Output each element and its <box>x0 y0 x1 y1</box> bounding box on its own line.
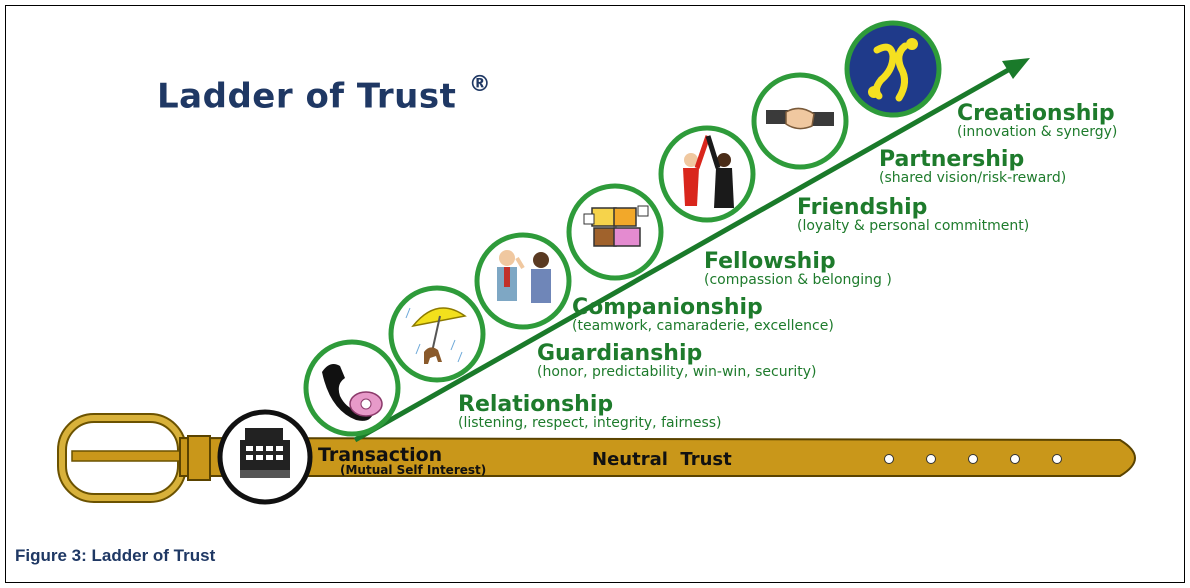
level-desc: (listening, respect, integrity, fairness… <box>458 415 722 431</box>
handshake-people-icon <box>474 232 572 330</box>
joined-hands-icon <box>566 183 664 281</box>
registered-mark: ® <box>468 72 492 97</box>
handshake-icon <box>751 72 849 170</box>
diagram-title: Ladder of Trust ® <box>157 72 492 117</box>
trust-arrow <box>353 58 1030 443</box>
level-name: Friendship <box>797 195 928 220</box>
level-desc: (innovation & synergy) <box>957 124 1118 140</box>
level-companionship: Companionship (teamwork, camaraderie, ex… <box>572 297 834 334</box>
neutral-trust-label: Neutral Trust <box>592 449 732 470</box>
level-partnership: Partnership (shared vision/risk-reward) <box>879 149 1066 186</box>
level-name: Partnership <box>879 147 1025 172</box>
level-friendship: Friendship (loyalty & personal commitmen… <box>797 197 1029 234</box>
belt-holes <box>884 454 1062 464</box>
level-name: Companionship <box>572 295 763 320</box>
level-fellowship: Fellowship (compassion & belonging ) <box>704 251 892 288</box>
level-desc: (honor, predictability, win-win, securit… <box>537 364 817 380</box>
belt-loop <box>187 435 211 481</box>
level-desc: (teamwork, camaraderie, excellence) <box>572 318 834 334</box>
level-desc: (shared vision/risk-reward) <box>879 170 1067 186</box>
transaction-note: (Mutual Self Interest) <box>340 463 487 477</box>
level-desc: (loyalty & personal commitment) <box>797 218 1030 234</box>
belt-strap <box>179 436 1136 477</box>
raised-hands-icon <box>658 125 756 223</box>
level-name: Guardianship <box>537 341 703 366</box>
level-desc: (compassion & belonging ) <box>704 272 892 288</box>
level-relationship: Relationship (listening, respect, integr… <box>458 394 722 431</box>
level-name: Fellowship <box>704 249 836 274</box>
level-name: Relationship <box>458 392 614 417</box>
figure-frame <box>5 5 1185 583</box>
cash-register-icon <box>217 409 313 505</box>
telephone-icon <box>303 339 401 437</box>
level-guardianship: Guardianship (honor, predictability, win… <box>537 343 816 380</box>
figure-caption: Figure 3: Ladder of Trust <box>15 546 216 565</box>
level-name: Creationship <box>957 101 1115 126</box>
transaction-label: Transaction <box>318 444 443 466</box>
umbrella-dog-icon <box>388 285 486 383</box>
level-creationship: Creationship (innovation & synergy) <box>957 103 1117 140</box>
logo-icon <box>844 20 942 118</box>
